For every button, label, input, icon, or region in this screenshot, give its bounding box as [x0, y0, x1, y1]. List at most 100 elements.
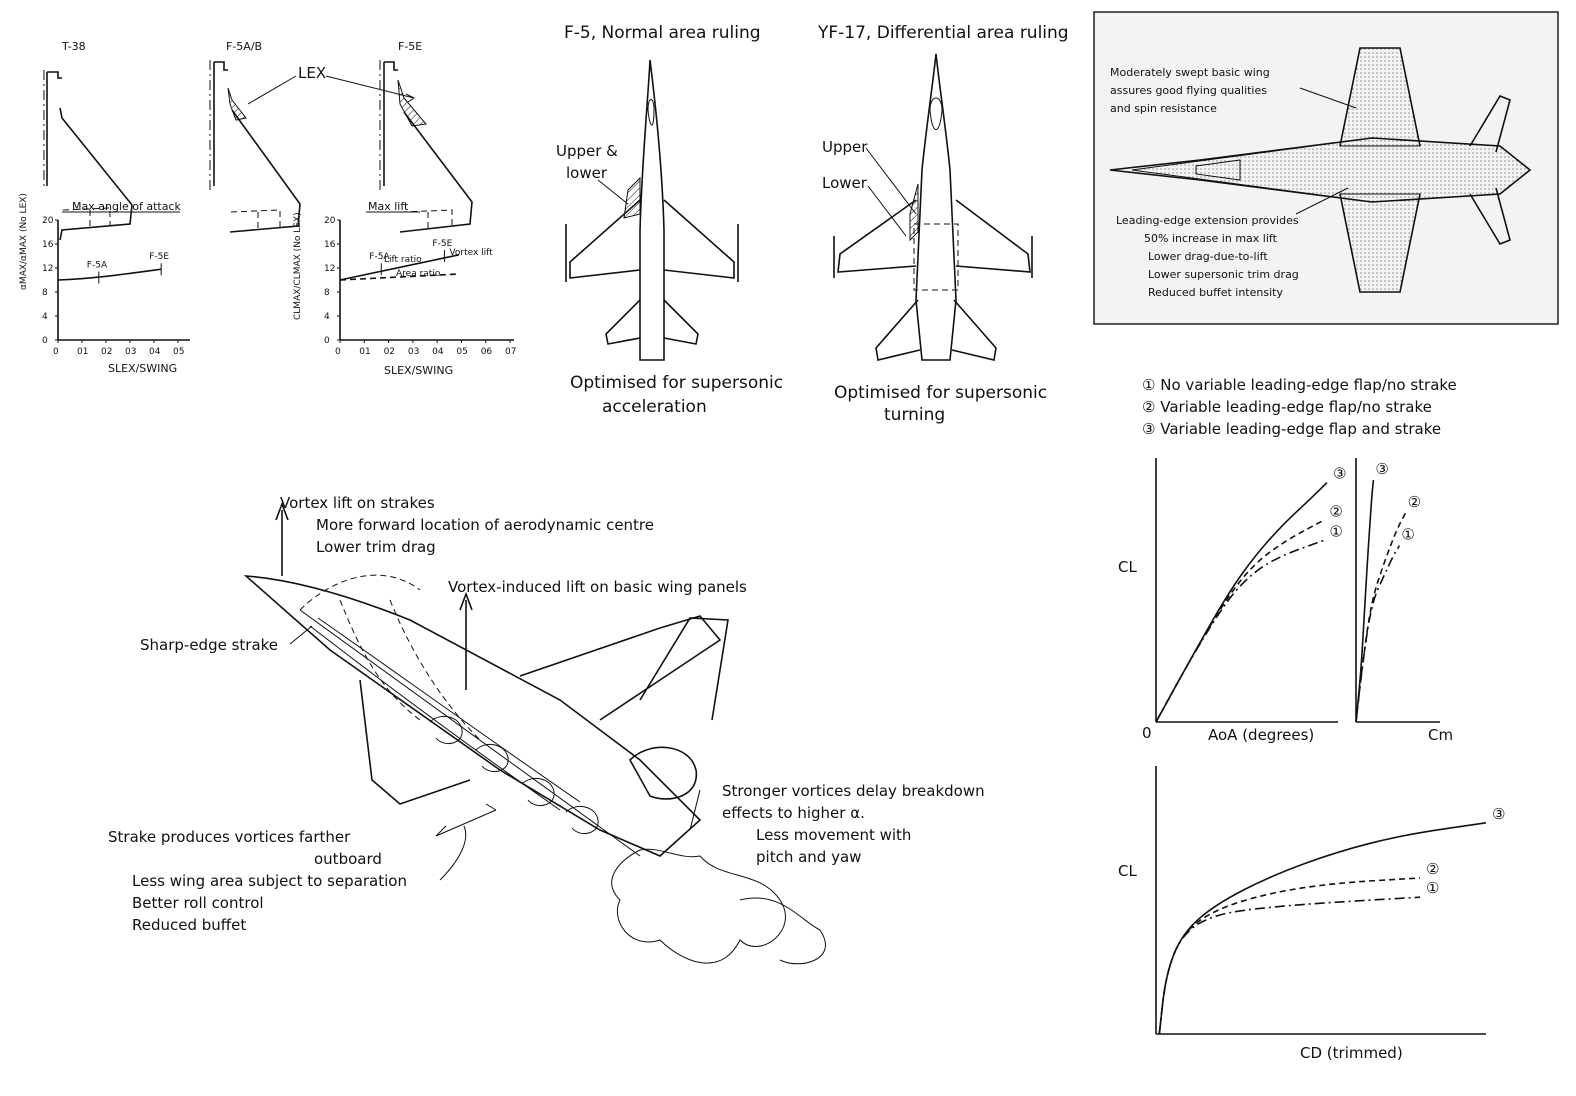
y-tick-label: 4 — [42, 312, 48, 322]
cl-cm-curve-1 — [1355, 545, 1401, 723]
curve-label: ① — [1401, 526, 1414, 544]
chart-max-aoa-xlabel: SLEX/SWING — [108, 362, 177, 375]
x-tick-label: 0 — [335, 347, 341, 357]
vortex-lift-l3: Lower trim drag — [316, 538, 436, 556]
vortex-induced-label: Vortex-induced lift on basic wing panels — [448, 578, 747, 596]
y-tick-label: 16 — [324, 240, 336, 250]
stronger-l1: Stronger vortices delay breakdown — [722, 782, 985, 800]
x-tick-label: 05 — [173, 347, 184, 357]
y-tick-label: 16 — [42, 240, 54, 250]
chart-max-aoa-title: Max angle of attack — [72, 200, 182, 213]
y-tick-label: 8 — [324, 288, 330, 298]
y-tick-label: 20 — [42, 216, 54, 226]
annotation-label: Vortex lift — [449, 248, 493, 258]
f18-note2-l1: Leading-edge extension provides — [1116, 214, 1299, 227]
x-tick-label: 04 — [432, 347, 444, 357]
f18-note2-l5: Reduced buffet intensity — [1148, 286, 1283, 299]
chart-cl-aoa-xlabel: AoA (degrees) — [1208, 726, 1314, 744]
y-tick-label: 0 — [42, 336, 48, 346]
f5-caption-1: Optimised for supersonic — [570, 373, 783, 393]
curve-label: ② — [1426, 860, 1439, 878]
lex-callout: LEX — [247, 64, 415, 105]
annotation-label: F-5A — [369, 252, 390, 262]
legend-item-2: ② Variable leading-edge flap/no strake — [1142, 398, 1432, 416]
f5-title: F-5, Normal area ruling — [564, 23, 761, 43]
curve-label: ② — [1408, 493, 1421, 511]
f5-upper-lower-1: Upper & — [556, 142, 618, 160]
y-tick-label: 8 — [42, 288, 48, 298]
chart-max-lift-title: Max lift — [368, 200, 409, 213]
chart-cl-cd-xlabel: CD (trimmed) — [1300, 1044, 1403, 1062]
cl-aoa-curve-2 — [1155, 519, 1324, 723]
y-tick-label: 20 — [324, 216, 336, 226]
curve-label: ③ — [1492, 805, 1505, 823]
outboard-l4: Better roll control — [132, 894, 264, 912]
chart-cl-aoa-origin: 0 — [1142, 724, 1152, 742]
vortex-lift-l1: Vortex lift on strakes — [280, 494, 435, 512]
legend-item-3: ③ Variable leading-edge flap and strake — [1142, 420, 1441, 438]
chart-cl-cd: ③②① CL CD (trimmed) — [1118, 766, 1505, 1062]
lift-ratio-line — [339, 254, 460, 281]
curve-label: ② — [1329, 502, 1342, 520]
cl-cd-curve-2 — [1158, 877, 1421, 1035]
f5-caption-2: acceleration — [602, 397, 707, 417]
max-aoa-curve — [57, 268, 162, 281]
x-tick-label: 02 — [384, 347, 395, 357]
planform-f5ab: F-5A/B — [209, 40, 301, 233]
f18-box: Moderately swept basic wing assures good… — [1093, 11, 1559, 325]
x-tick-label: 06 — [481, 347, 493, 357]
yf17-upper: Upper — [822, 138, 868, 156]
chart-cl-cd-ylabel: CL — [1118, 862, 1137, 880]
chart-max-aoa-ylabel: αMAX/αMAX (No LEX) — [19, 193, 29, 290]
chart-cl-aoa: ③②① CL 0 AoA (degrees) — [1118, 458, 1346, 744]
y-tick-label: 4 — [324, 312, 330, 322]
planform-t38-label: T-38 — [61, 40, 86, 53]
f18-note2-l2: 50% increase in max lift — [1144, 232, 1278, 245]
cl-cd-curve-3 — [1158, 822, 1487, 1035]
x-tick-label: 01 — [359, 347, 370, 357]
y-tick-label: 12 — [42, 264, 53, 274]
x-tick-label: 0 — [53, 347, 59, 357]
x-tick-label: 01 — [77, 347, 88, 357]
x-tick-label: 03 — [408, 347, 419, 357]
strake-aircraft-drawing: Vortex lift on strakes More forward loca… — [108, 494, 985, 965]
chart-cl-cm: ③②① Cm — [1355, 458, 1453, 744]
chart-max-lift-ylabel: CLMAX/CLMAX (No LEX) — [293, 212, 303, 320]
annotation-label: F-5E — [149, 252, 169, 262]
lift-ratio-label: Lift ratio — [384, 255, 422, 265]
cl-cd-curve-1 — [1158, 896, 1421, 1035]
curve-label: ③ — [1333, 465, 1346, 483]
yf17-caption-2: turning — [884, 405, 945, 425]
legend-item-1: ① No variable leading-edge flap/no strak… — [1142, 376, 1457, 394]
yf17-caption-1: Optimised for supersonic — [834, 383, 1047, 403]
chart-cl-aoa-ylabel: CL — [1118, 558, 1137, 576]
lex-label: LEX — [298, 64, 326, 82]
x-tick-label: 04 — [149, 347, 161, 357]
outboard-l2: outboard — [314, 850, 382, 868]
x-tick-label: 03 — [125, 347, 136, 357]
yf17-title: YF-17, Differential area ruling — [817, 23, 1069, 43]
annotation-label: F-5E — [432, 239, 452, 249]
yf17-lower: Lower — [822, 174, 868, 192]
cl-aoa-curve-1 — [1155, 539, 1324, 723]
f18-note2-l3: Lower drag-due-to-lift — [1148, 250, 1268, 263]
x-tick-label: 05 — [456, 347, 467, 357]
cl-aoa-curve-3 — [1155, 482, 1328, 723]
f5-upper-lower-2: lower — [566, 164, 608, 182]
x-tick-label: 07 — [505, 347, 516, 357]
legend: ① No variable leading-edge flap/no strak… — [1142, 376, 1457, 438]
curve-label: ③ — [1375, 460, 1388, 478]
cl-cm-curve-3 — [1355, 480, 1375, 723]
stronger-l4: pitch and yaw — [756, 848, 861, 866]
outboard-l5: Reduced buffet — [132, 916, 246, 934]
f18-note2-l4: Lower supersonic trim drag — [1148, 268, 1299, 281]
x-tick-label: 02 — [101, 347, 112, 357]
sharp-edge-label: Sharp-edge strake — [140, 636, 278, 654]
planform-t38: T-38 — [43, 40, 133, 241]
annotation-label: F-5A — [87, 261, 108, 271]
area-ratio-label: Area ratio — [396, 269, 441, 279]
f18-note1-l2: assures good flying qualities — [1110, 84, 1267, 97]
